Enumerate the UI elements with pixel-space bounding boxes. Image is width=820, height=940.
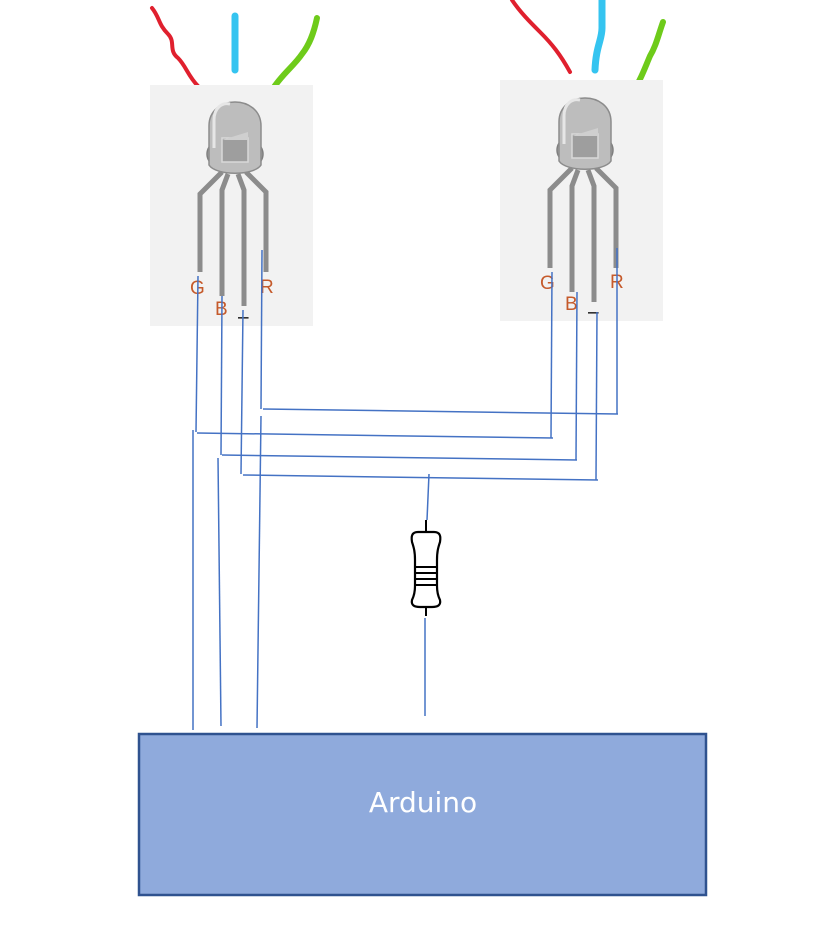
left-led-leg-r [244, 170, 269, 272]
wire-b-to-arduino [217, 457, 222, 727]
right-led-highlight [562, 98, 581, 144]
left-red-lead [150, 6, 200, 88]
right-led-label-b: B [565, 294, 578, 315]
wire-r-to-arduino [256, 415, 262, 729]
arduino-block: Arduino [137, 732, 708, 897]
right-led-anvil [572, 128, 598, 136]
right-led-leg-r [594, 166, 619, 268]
wiring [192, 248, 619, 730]
wire-bus-g [196, 432, 554, 439]
left-led-input-leads [150, 6, 320, 93]
right-led-label-minus: – [588, 302, 599, 323]
arduino-box [137, 732, 708, 897]
wire-left-minus-drop [240, 309, 244, 475]
wire-left-b-drop [220, 295, 223, 456]
right-rgb-led: G B – R [500, 80, 663, 323]
wire-left-r-drop [260, 249, 263, 410]
left-green-lead [269, 15, 320, 93]
wire-minus-to-resistor [426, 473, 430, 521]
left-led-leg-b [219, 173, 231, 296]
left-led-leg-minus [235, 173, 247, 306]
rgb-led-icon [197, 101, 269, 306]
arduino-label: Arduino [369, 786, 477, 819]
resistor-body [410, 530, 442, 609]
wire-left-g-drop [195, 275, 199, 433]
right-led-leg-minus [585, 169, 597, 302]
left-led-leg-g [197, 170, 224, 272]
wire-bus-r [262, 408, 619, 415]
wire-bus-b [221, 454, 578, 461]
right-led-leg-g [547, 166, 574, 268]
wire-right-minus-drop [595, 311, 598, 481]
left-led-anvil [222, 132, 248, 140]
wire-bus-minus [242, 474, 599, 481]
right-blue-lead [591, 0, 606, 74]
wire-right-b-drop [575, 291, 578, 461]
wire-right-g-drop [550, 271, 553, 439]
right-red-lead [510, 0, 572, 74]
resistor-icon [410, 520, 442, 616]
right-led-leg-b [569, 169, 581, 292]
rgb-led-icon [547, 97, 619, 302]
left-led-highlight [212, 102, 231, 148]
left-rgb-led: G B – R [150, 85, 313, 328]
left-led-die [221, 137, 249, 163]
left-led-label-r: R [260, 277, 274, 298]
right-led-label-g: G [540, 273, 555, 294]
right-led-die [571, 133, 599, 159]
